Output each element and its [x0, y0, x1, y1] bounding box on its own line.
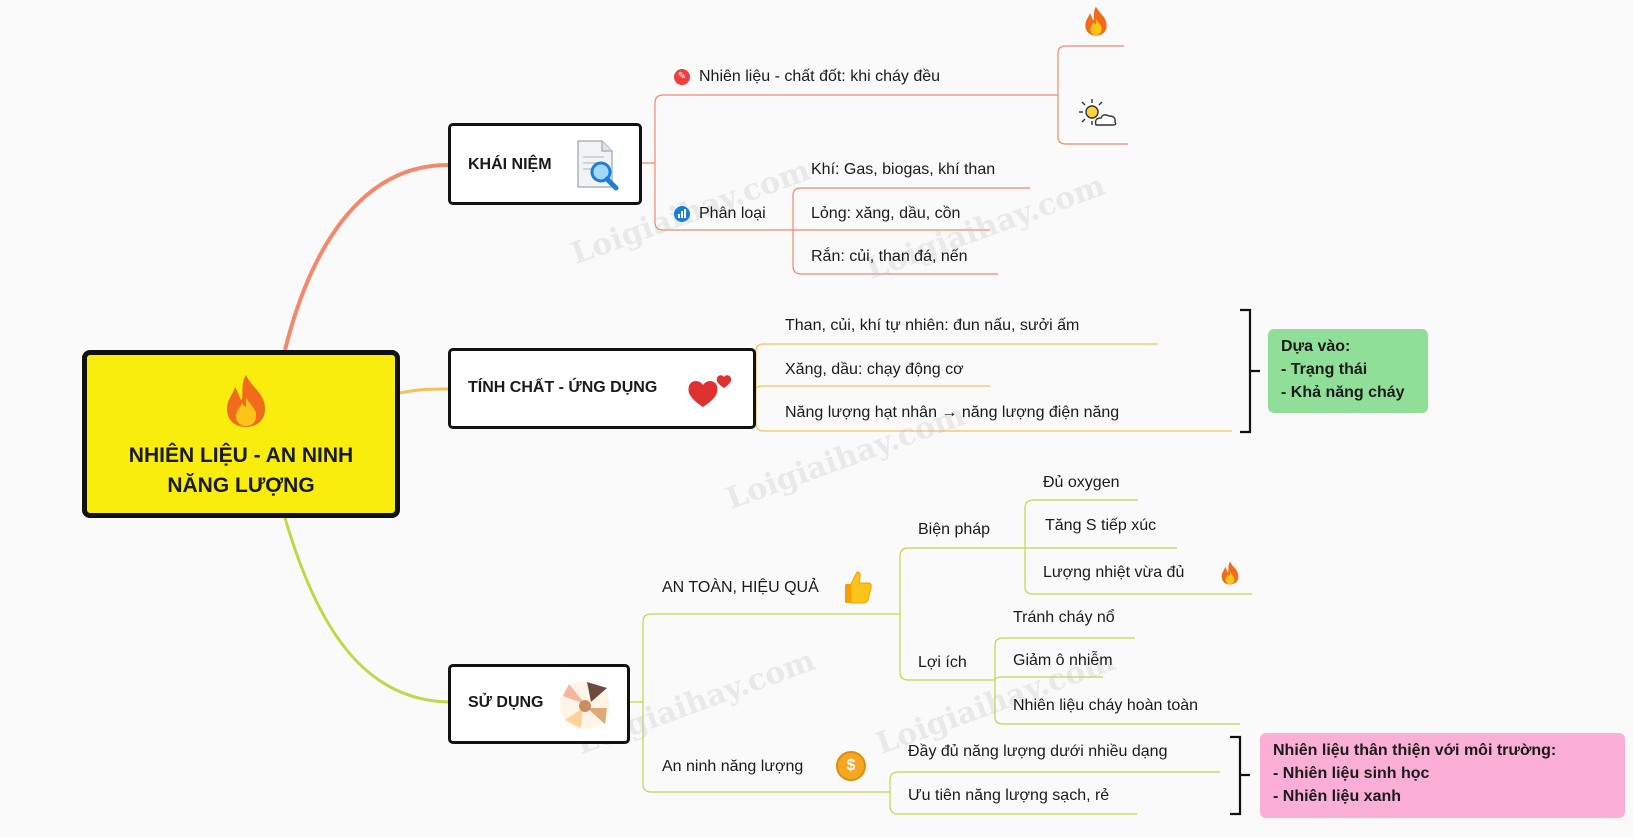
loi-ich-label: Lợi ích — [918, 654, 967, 671]
an-ninh-note: Nhiên liệu thân thiện với môi trường: - … — [1260, 733, 1625, 818]
tinh-chat-item: Than, củi, khí tự nhiên: đun nấu, sưởi ấ… — [785, 317, 1080, 334]
an-ninh-item: Đầy đủ năng lượng dưới nhiều dạng — [908, 743, 1168, 760]
bar-chart-icon — [674, 206, 690, 222]
search-document-icon — [577, 140, 619, 191]
note-line: - Trạng thái — [1281, 361, 1368, 378]
fire-icon — [1085, 6, 1107, 36]
coin-icon: $ — [836, 751, 866, 781]
an-ninh-label: An ninh năng lượng — [662, 758, 804, 775]
bien-phap-label: Biện pháp — [918, 521, 991, 538]
phan-loai-label: Phân loại — [699, 205, 766, 222]
phan-loai-item: Lỏng: xăng, dầu, cồn — [811, 205, 961, 222]
su-dung-label: SỬ DỤNG — [468, 694, 544, 711]
bien-phap-item: Lượng nhiệt vừa đủ — [1043, 564, 1185, 581]
note-line: - Nhiên liệu sinh học — [1273, 765, 1430, 782]
root-title-line2: NĂNG LƯỢNG — [167, 474, 315, 497]
bien-phap-item: Đủ oxygen — [1043, 474, 1120, 491]
su-dung-node[interactable]: SỬ DỤNG — [448, 664, 630, 744]
loi-ich-item: Giảm ô nhiễm — [1013, 652, 1113, 669]
tinh-chat-item: Năng lượng hạt nhân → năng lượng điện nă… — [785, 404, 1120, 421]
root-node[interactable]: NHIÊN LIỆU - AN NINH NĂNG LƯỢNG — [82, 350, 400, 518]
tinh-chat-item: Xăng, dầu: chạy động cơ — [785, 361, 964, 378]
loi-ich-item: Tránh cháy nổ — [1013, 609, 1115, 626]
an-ninh-item: Ưu tiên năng lượng sạch, rẻ — [908, 787, 1110, 804]
root-title-line1: NHIÊN LIỆU - AN NINH — [128, 444, 354, 467]
an-toan-label: AN TOÀN, HIỆU QUẢ — [662, 579, 819, 596]
pin-icon: ✎ — [674, 69, 690, 85]
tinh-chat-note: Dựa vào: - Trạng thái - Khả năng cháy — [1268, 329, 1428, 413]
khai-niem-definition: Nhiên liệu - chất đốt: khi cháy đều — [699, 68, 941, 85]
thumbs-up-icon — [845, 571, 872, 604]
khai-niem-node[interactable]: KHÁI NIỆM — [448, 123, 642, 205]
note-line: Dựa vào: — [1281, 338, 1351, 355]
fire-icon — [1221, 561, 1239, 585]
sun-cloud-icon — [1079, 99, 1117, 126]
bien-phap-item: Tăng S tiếp xúc — [1045, 517, 1157, 534]
note-line: Nhiên liệu thân thiện với môi trường: — [1273, 742, 1557, 759]
fire-icon — [227, 375, 265, 427]
hands-together-icon — [560, 681, 610, 729]
khai-niem-label: KHÁI NIỆM — [468, 156, 552, 173]
loi-ich-item: Nhiên liệu cháy hoàn toàn — [1013, 697, 1199, 714]
hearts-icon — [688, 375, 732, 407]
note-line: - Khả năng cháy — [1281, 384, 1405, 401]
phan-loai-item: Khí: Gas, biogas, khí than — [811, 161, 996, 178]
tinh-chat-node[interactable]: TÍNH CHẤT - ỨNG DỤNG — [448, 348, 756, 429]
tinh-chat-label: TÍNH CHẤT - ỨNG DỤNG — [468, 379, 658, 396]
note-line: - Nhiên liệu xanh — [1273, 788, 1402, 805]
phan-loai-item: Rắn: củi, than đá, nến — [811, 248, 968, 265]
